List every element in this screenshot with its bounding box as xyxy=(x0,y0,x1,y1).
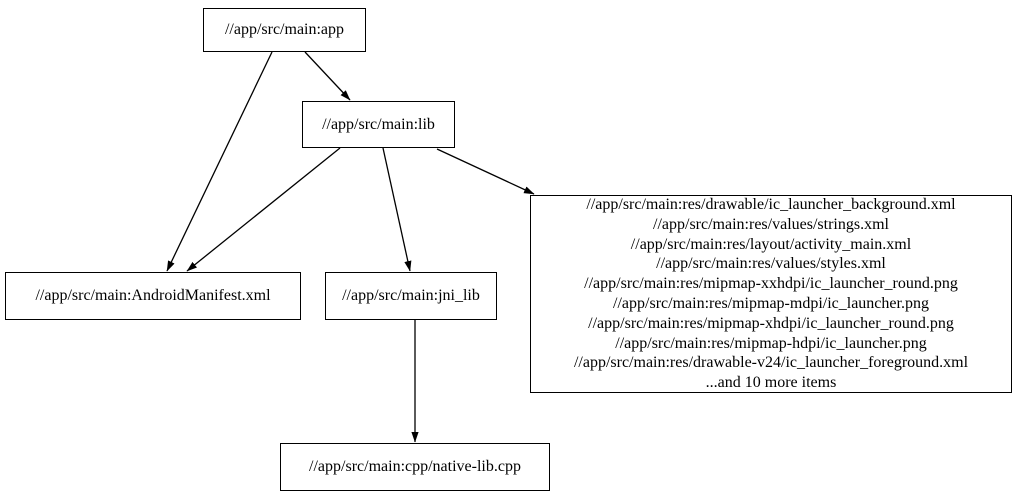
node-label-line: //app/src/main:res/mipmap-xhdpi/ic_launc… xyxy=(588,314,954,332)
node-label-line: //app/src/main:res/drawable/ic_launcher_… xyxy=(586,196,956,214)
node-label-line: //app/src/main:cpp/native-lib.cpp xyxy=(309,458,521,476)
node-label-line: ...and 10 more items xyxy=(705,374,837,392)
node-label-line: //app/src/main:AndroidManifest.xml xyxy=(35,287,271,305)
node-label-line: //app/src/main:jni_lib xyxy=(342,287,480,305)
graph-node-res-group: //app/src/main:res/drawable/ic_launcher_… xyxy=(530,195,1012,393)
graph-node-native-lib-cpp: //app/src/main:cpp/native-lib.cpp xyxy=(280,443,550,491)
node-label-line: //app/src/main:lib xyxy=(322,115,435,133)
node-label-line: //app/src/main:res/drawable-v24/ic_launc… xyxy=(573,354,969,372)
edge-lib-to-android-manifest xyxy=(186,147,341,272)
node-label-line: //app/src/main:res/mipmap-hdpi/ic_launch… xyxy=(615,334,927,352)
node-label-line: //app/src/main:app xyxy=(224,21,345,39)
graph-node-android-manifest: //app/src/main:AndroidManifest.xml xyxy=(5,272,301,320)
edge-lib-to-res-group xyxy=(436,148,535,195)
graph-node-jni-lib: //app/src/main:jni_lib xyxy=(325,272,497,320)
node-label-line: //app/src/main:res/values/strings.xml xyxy=(653,215,889,233)
node-label-line: //app/src/main:res/mipmap-mdpi/ic_launch… xyxy=(613,295,929,312)
node-label-line: //app/src/main:res/values/styles.xml xyxy=(656,255,886,273)
edge-app-to-lib xyxy=(304,51,351,101)
node-label-line: //app/src/main:res/layout/activity_main.… xyxy=(630,235,912,253)
edge-app-to-android-manifest xyxy=(166,51,273,272)
edge-lib-to-jni-lib xyxy=(382,147,412,272)
graph-node-app: //app/src/main:app xyxy=(203,8,366,52)
graph-node-lib: //app/src/main:lib xyxy=(302,101,455,148)
node-label-line: //app/src/main:res/mipmap-xxhdpi/ic_laun… xyxy=(584,275,958,293)
